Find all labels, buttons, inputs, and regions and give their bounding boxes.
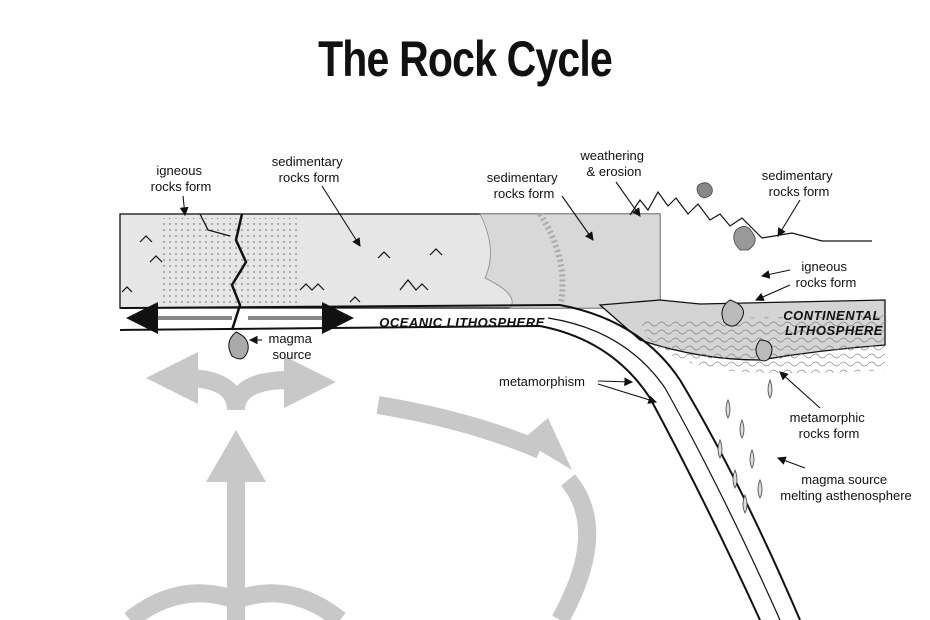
pointer-metamorphism-2 (597, 383, 658, 404)
melt-droplet (739, 418, 745, 439)
label-magma-right: magma source melting asthenosphere (780, 472, 912, 503)
sediment-zone-2 (537, 212, 566, 309)
arrowhead-left (146, 352, 198, 404)
label-line: igneous (156, 163, 202, 178)
label-line: rocks form (494, 186, 555, 201)
label-igneous-right: igneous rocks form (796, 259, 857, 290)
volcano-mark (139, 235, 153, 243)
oceanic-lithosphere-band (119, 302, 561, 360)
label-continental: CONTINENTAL LITHOSPHERE (783, 308, 885, 338)
volcano-mark (121, 286, 133, 293)
label-line: rocks form (769, 184, 830, 199)
subducting-slab (539, 304, 801, 620)
magma-plume (721, 299, 744, 327)
slab-bottom (539, 325, 761, 620)
label-line: igneous (801, 259, 847, 274)
label-line: weathering (579, 148, 644, 163)
volcano-plume (733, 226, 756, 251)
ridge-fracture-2 (199, 213, 231, 237)
label-line: rocks form (799, 426, 860, 441)
volcano-mark (429, 248, 443, 256)
label-line: metamorphic (790, 410, 866, 425)
label-line: sedimentary (487, 170, 558, 185)
label-line: source (272, 347, 311, 362)
volcano-plume-small (696, 182, 713, 199)
volcano-mark (377, 251, 391, 259)
slab-inner (547, 317, 781, 620)
label-sedimentary-3: sedimentary rocks form (762, 168, 836, 199)
label-sedimentary-1: sedimentary rocks form (272, 154, 346, 185)
convection-arrow-top (376, 396, 544, 459)
label-line: CONTINENTAL (783, 308, 880, 323)
pointer-igneous-right-2 (754, 284, 791, 301)
magma-plume (755, 339, 773, 362)
pointer-magma-right (776, 456, 806, 469)
pointer-metamorphism-1 (597, 377, 634, 387)
pointer-igneous-right-1 (760, 269, 791, 279)
volcano-mark (149, 255, 163, 263)
label-line: sedimentary (272, 154, 343, 169)
slab-top (559, 304, 801, 620)
label-magma-left: magma source (269, 331, 316, 362)
oceanic-crust (119, 212, 661, 331)
label-line: magma (269, 331, 313, 346)
label-oceanic: OCEANIC LITHOSPHERE (379, 315, 545, 330)
arrowhead-up (206, 430, 266, 482)
label-line: sedimentary (762, 168, 833, 183)
melt-droplets (717, 378, 773, 514)
pointer-metamorphic (779, 371, 821, 409)
magma-source-blob (228, 331, 249, 360)
label-line: & erosion (587, 164, 642, 179)
melt-droplet (749, 448, 755, 469)
melt-droplet (767, 378, 773, 399)
volcano-mark (399, 279, 429, 291)
mountains (629, 190, 872, 242)
convection-arrows (124, 369, 597, 620)
label-igneous-left: igneous rocks form (151, 163, 212, 194)
convection-arrow-right-curve (232, 584, 346, 620)
label-line: rocks form (151, 179, 212, 194)
arrowhead-top-right (522, 418, 572, 470)
melt-droplet (717, 438, 723, 459)
melt-droplet (757, 478, 763, 499)
volcano-mark (299, 283, 325, 291)
labels: igneous rocks form sedimentary rocks for… (151, 148, 912, 503)
label-metamorphism: metamorphism (499, 374, 585, 389)
convection-arrowheads (146, 352, 572, 482)
label-sedimentary-2: sedimentary rocks form (487, 170, 561, 201)
sediment-zone-1 (479, 213, 661, 309)
pointer-lines (179, 181, 821, 469)
pointer-sedimentary-2 (561, 195, 594, 241)
pointer-weathering (615, 181, 641, 217)
seafloor-volcanoes (121, 235, 443, 303)
convection-arrow-left-curve (124, 584, 240, 620)
pointer-sedimentary-1 (321, 185, 361, 247)
label-line: melting asthenosphere (780, 488, 912, 503)
label-metamorphic: metamorphic rocks form (790, 410, 869, 441)
convection-arrow-split-right (227, 371, 291, 411)
label-line: magma source (801, 472, 887, 487)
label-weathering: weathering & erosion (579, 148, 647, 179)
pointer-igneous-left (179, 195, 189, 217)
arrowhead-right (284, 356, 336, 408)
volcano-mark (349, 296, 361, 303)
label-line: LITHOSPHERE (785, 323, 883, 338)
diagram-title: The Rock Cycle (318, 31, 613, 87)
label-line: rocks form (796, 275, 857, 290)
melt-droplet (732, 468, 738, 489)
label-line: rocks form (279, 170, 340, 185)
melt-droplet (742, 493, 748, 514)
continental-lithosphere-block (598, 182, 886, 374)
convection-arrow-descend (552, 474, 597, 620)
ridge-fracture (230, 213, 248, 331)
pointer-sedimentary-3 (777, 199, 801, 237)
ridge-dots (160, 218, 300, 304)
melt-droplet (725, 398, 731, 419)
